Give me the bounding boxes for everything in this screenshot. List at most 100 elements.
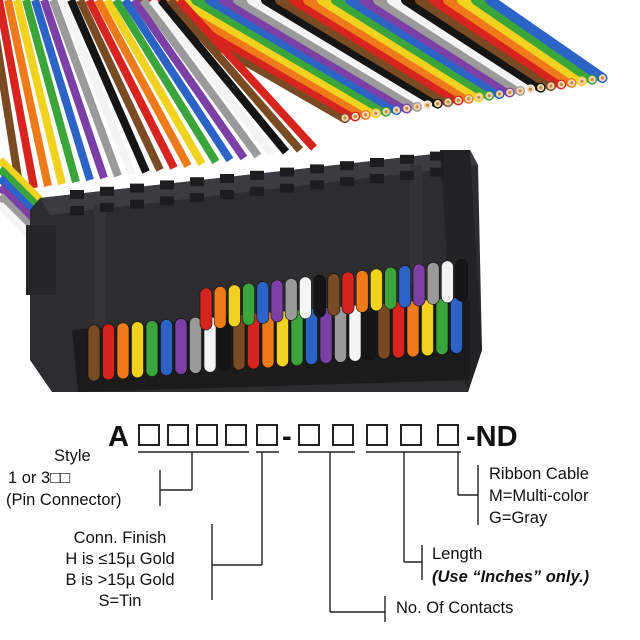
wire: [94, 0, 192, 168]
wire: [166, 0, 304, 153]
contact-hole: [130, 199, 144, 209]
code-box: [366, 424, 388, 446]
ribbon-cable-gray: G=Gray: [489, 509, 548, 527]
ribbon-wires-top-right: [135, 0, 608, 123]
contact-hole: [220, 190, 234, 199]
wire-segment: [341, 271, 355, 315]
contact-hole: [250, 170, 264, 180]
wire-segment: [319, 307, 333, 364]
wire-segment: [189, 316, 202, 374]
wire-core: [467, 97, 471, 101]
code-box: [138, 424, 160, 446]
contact-hole: [340, 177, 354, 187]
wire: [130, 0, 248, 161]
code-box: [256, 424, 278, 446]
conn-finish-s: S=Tin: [98, 592, 142, 610]
wire: [112, 0, 220, 165]
length-title: Length: [432, 545, 483, 563]
wire: [40, 0, 108, 180]
contact-hole: [400, 170, 414, 180]
wire-segment: [377, 302, 391, 360]
wire: [191, 0, 392, 117]
contact-hole: [250, 186, 264, 196]
wire-segment: [145, 320, 159, 377]
wire: [247, 0, 433, 111]
contact-hole: [70, 206, 84, 215]
wire: [148, 0, 276, 157]
wire-segment: [242, 282, 255, 326]
ribbon-cable-assembly-image: [0, 0, 608, 392]
code-box: [196, 424, 218, 446]
contact-hole: [400, 154, 414, 164]
wire-core: [394, 108, 399, 112]
wire: [4, 0, 52, 187]
wire-core: [456, 98, 460, 102]
style-pin-connector: (Pin Connector): [6, 491, 122, 509]
wire-segment: [455, 258, 468, 302]
wire-segment: [299, 276, 312, 320]
contact-hole: [190, 177, 204, 187]
contact-hole: [370, 158, 384, 167]
wire-segment: [363, 303, 376, 361]
wire-core: [508, 90, 512, 94]
ribbon-wires-top-left: [0, 0, 317, 248]
wire-core: [518, 89, 522, 93]
wire-core: [580, 79, 584, 83]
wire-segment: [131, 321, 144, 379]
wire: [22, 0, 80, 184]
wire: [373, 0, 526, 96]
length-note: (Use “Inches” only.): [432, 568, 590, 586]
contact-hole: [430, 151, 444, 161]
wire-segment: [228, 284, 241, 328]
wire-segment: [334, 305, 347, 363]
contact-hole: [160, 180, 174, 190]
contact-hole: [310, 180, 324, 190]
wire: [219, 0, 412, 114]
wire: [0, 166, 43, 212]
contact-hole: [130, 183, 144, 193]
wire-segment: [392, 301, 405, 359]
wire-core: [343, 116, 347, 120]
wire: [31, 0, 94, 182]
wire-segment: [426, 262, 440, 305]
conn-finish-h: H is ≤15µ Gold: [65, 550, 175, 568]
wire: [0, 0, 38, 189]
wire: [289, 0, 464, 106]
wire: [76, 0, 164, 172]
contact-hole: [280, 167, 294, 177]
wire-core: [374, 111, 378, 115]
wire-core: [384, 110, 388, 114]
wire: [58, 0, 136, 176]
wire-segment: [87, 324, 101, 382]
wire: [85, 0, 178, 170]
style-title: Style: [54, 447, 91, 465]
contact-hole: [280, 183, 294, 193]
wire: [345, 0, 505, 99]
conn-finish-title: Conn. Finish: [73, 529, 167, 547]
wire-segment: [384, 266, 397, 310]
wire-core: [353, 114, 357, 118]
wire-core: [600, 76, 605, 80]
part-number-suffix: -ND: [466, 421, 518, 453]
wire: [233, 0, 423, 112]
contact-hole: [220, 174, 234, 183]
wire: [139, 0, 262, 159]
wire: [471, 0, 598, 85]
wire: [317, 0, 484, 103]
wire: [359, 0, 515, 98]
contact-hole: [160, 196, 174, 206]
wire-core: [477, 95, 481, 99]
wire-segment: [213, 286, 227, 329]
wire: [121, 0, 234, 163]
code-box: [225, 424, 247, 446]
wire-core: [405, 106, 409, 110]
wire: [485, 0, 608, 83]
wire: [0, 157, 43, 203]
wire-segment: [398, 265, 412, 308]
wire: [49, 0, 122, 178]
wire-core: [415, 105, 419, 109]
contact-hole: [190, 193, 204, 203]
wire-segment: [199, 287, 213, 331]
